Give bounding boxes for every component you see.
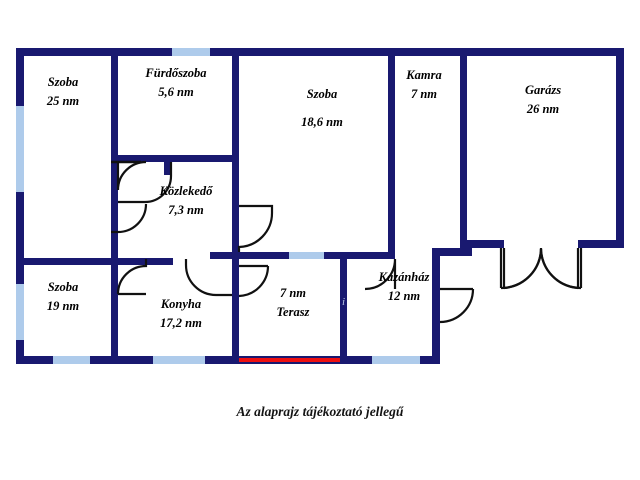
door-szoba25-upper bbox=[116, 160, 147, 191]
door-szoba19-konyha bbox=[116, 259, 148, 296]
plan-caption: Az alaprajz tájékoztató jellegű bbox=[236, 404, 404, 419]
door-kazanhaz-outside bbox=[439, 287, 475, 324]
wall-szoba25-furdoszoba bbox=[111, 48, 118, 155]
window-szoba19-bottom bbox=[53, 356, 90, 364]
door-konyha-terasz bbox=[238, 264, 270, 298]
window-szoba19-left bbox=[16, 284, 24, 340]
wall-terasz-kazanhaz bbox=[340, 252, 347, 364]
door-szoba25-lower bbox=[111, 203, 148, 234]
terrace-opening bbox=[239, 358, 340, 362]
wall-terasz-step bbox=[232, 206, 239, 256]
wall-mid-kozlekedo-konyha bbox=[111, 258, 173, 265]
outer-wall-left bbox=[16, 48, 24, 364]
outer-wall-bottom bbox=[16, 356, 440, 364]
door-kozlekedo-east bbox=[237, 204, 274, 252]
kazanhaz-garage-connector bbox=[432, 248, 472, 256]
window-szoba25-left bbox=[16, 106, 24, 192]
wall-furdoszoba-jamb bbox=[164, 155, 171, 175]
wall-furdoszoba-bottom-left bbox=[111, 155, 168, 162]
window-konyha-bottom bbox=[153, 356, 205, 364]
window-group bbox=[16, 48, 420, 364]
kazanhaz-outer-right-wall bbox=[432, 248, 440, 364]
wall-kamra-garazs bbox=[460, 48, 467, 248]
wall-szoba25-kozlekedo bbox=[111, 155, 118, 260]
door-kamra-kazanhaz bbox=[364, 258, 397, 291]
garage-door-gap bbox=[502, 239, 580, 290]
wall-group bbox=[16, 48, 624, 364]
wall-mid-kozlekedo-right bbox=[210, 252, 340, 259]
outer-wall-top bbox=[16, 48, 624, 56]
wall-mid-left bbox=[16, 258, 111, 265]
wall-szoba186-kamra bbox=[388, 48, 395, 255]
door-group bbox=[111, 160, 584, 324]
garage-door-gap-arc bbox=[502, 247, 580, 290]
garage-door-gap-rect bbox=[504, 239, 578, 249]
window-furdoszoba-top bbox=[172, 48, 210, 56]
door-kozlekedo-konyha bbox=[184, 259, 232, 297]
opening-group bbox=[239, 358, 340, 362]
door-furdoszoba bbox=[118, 162, 173, 204]
outer-wall-right bbox=[616, 48, 624, 248]
wall-furdoszoba-szoba186 bbox=[232, 48, 239, 213]
window-kazanhaz-bottom bbox=[372, 356, 420, 364]
wall-furdoszoba-bottom-right bbox=[164, 155, 239, 162]
wall-szoba19-konyha bbox=[111, 258, 118, 364]
window-kozlekedo-right bbox=[289, 252, 324, 259]
wall-kazanhaz-top bbox=[340, 252, 395, 259]
wall-konyha-terasz bbox=[232, 259, 239, 364]
